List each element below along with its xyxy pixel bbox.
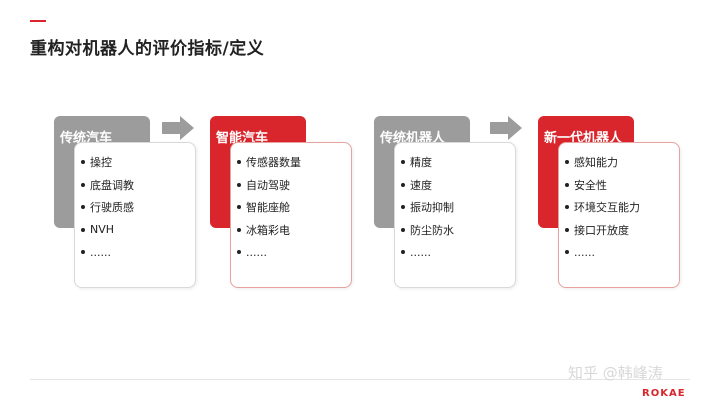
group-item-list: 操控 底盘调教 行驶质感 NVH ...... bbox=[75, 143, 195, 264]
bullet-icon bbox=[81, 182, 85, 187]
title-accent-bar bbox=[30, 20, 46, 22]
bullet-icon bbox=[237, 250, 241, 255]
bullet-icon bbox=[565, 205, 569, 210]
list-item: ...... bbox=[81, 241, 195, 264]
list-item: 安全性 bbox=[565, 174, 679, 197]
bullet-icon bbox=[401, 182, 405, 187]
group-list-box: 传感器数量 自动驾驶 智能座舱 冰箱彩电 ...... bbox=[230, 142, 352, 288]
watermark: 知乎 @韩峰涛 bbox=[568, 364, 663, 382]
bullet-icon bbox=[401, 160, 405, 165]
list-item: 底盘调教 bbox=[81, 174, 195, 197]
bullet-icon bbox=[237, 205, 241, 210]
bullet-icon bbox=[237, 227, 241, 232]
group-traditional-robot: 传统机器人 精度 速度 振动抑制 防尘防水 ...... bbox=[374, 116, 526, 288]
list-item: 自动驾驶 bbox=[237, 174, 351, 197]
bullet-icon bbox=[81, 205, 85, 210]
group-item-list: 精度 速度 振动抑制 防尘防水 ...... bbox=[395, 143, 515, 264]
bullet-icon bbox=[237, 160, 241, 165]
list-item: 速度 bbox=[401, 174, 515, 197]
bullet-icon bbox=[565, 160, 569, 165]
arrow-right-icon bbox=[490, 116, 522, 140]
group-smart-car: 智能汽车 传感器数量 自动驾驶 智能座舱 冰箱彩电 ...... bbox=[210, 116, 362, 288]
list-item: ...... bbox=[565, 241, 679, 264]
group-item-list: 传感器数量 自动驾驶 智能座舱 冰箱彩电 ...... bbox=[231, 143, 351, 264]
bullet-icon bbox=[565, 250, 569, 255]
list-item: 精度 bbox=[401, 151, 515, 174]
brand-logo: ROKAE bbox=[642, 388, 686, 399]
list-item: 智能座舱 bbox=[237, 196, 351, 219]
list-item: 冰箱彩电 bbox=[237, 219, 351, 242]
bullet-icon bbox=[565, 227, 569, 232]
group-traditional-car: 传统汽车 操控 底盘调教 行驶质感 NVH ...... bbox=[54, 116, 206, 288]
bullet-icon bbox=[401, 205, 405, 210]
bullet-icon bbox=[565, 182, 569, 187]
bullet-icon bbox=[401, 250, 405, 255]
arrow-right-icon bbox=[162, 116, 194, 140]
footer-divider bbox=[30, 379, 690, 380]
list-item: ...... bbox=[237, 241, 351, 264]
list-item: 接口开放度 bbox=[565, 219, 679, 242]
list-item: 防尘防水 bbox=[401, 219, 515, 242]
bullet-icon bbox=[81, 160, 85, 165]
list-item: NVH bbox=[81, 219, 195, 242]
list-item: 操控 bbox=[81, 151, 195, 174]
group-item-list: 感知能力 安全性 环境交互能力 接口开放度 ...... bbox=[559, 143, 679, 264]
bullet-icon bbox=[401, 227, 405, 232]
group-list-box: 精度 速度 振动抑制 防尘防水 ...... bbox=[394, 142, 516, 288]
list-item: 振动抑制 bbox=[401, 196, 515, 219]
group-list-box: 感知能力 安全性 环境交互能力 接口开放度 ...... bbox=[558, 142, 680, 288]
list-item: 感知能力 bbox=[565, 151, 679, 174]
list-item: 传感器数量 bbox=[237, 151, 351, 174]
page-title: 重构对机器人的评价指标/定义 bbox=[30, 39, 265, 59]
list-item: 环境交互能力 bbox=[565, 196, 679, 219]
bullet-icon bbox=[81, 227, 85, 232]
list-item: ...... bbox=[401, 241, 515, 264]
group-list-box: 操控 底盘调教 行驶质感 NVH ...... bbox=[74, 142, 196, 288]
group-new-generation-robot: 新一代机器人 感知能力 安全性 环境交互能力 接口开放度 ...... bbox=[538, 116, 690, 288]
bullet-icon bbox=[81, 250, 85, 255]
bullet-icon bbox=[237, 182, 241, 187]
list-item: 行驶质感 bbox=[81, 196, 195, 219]
